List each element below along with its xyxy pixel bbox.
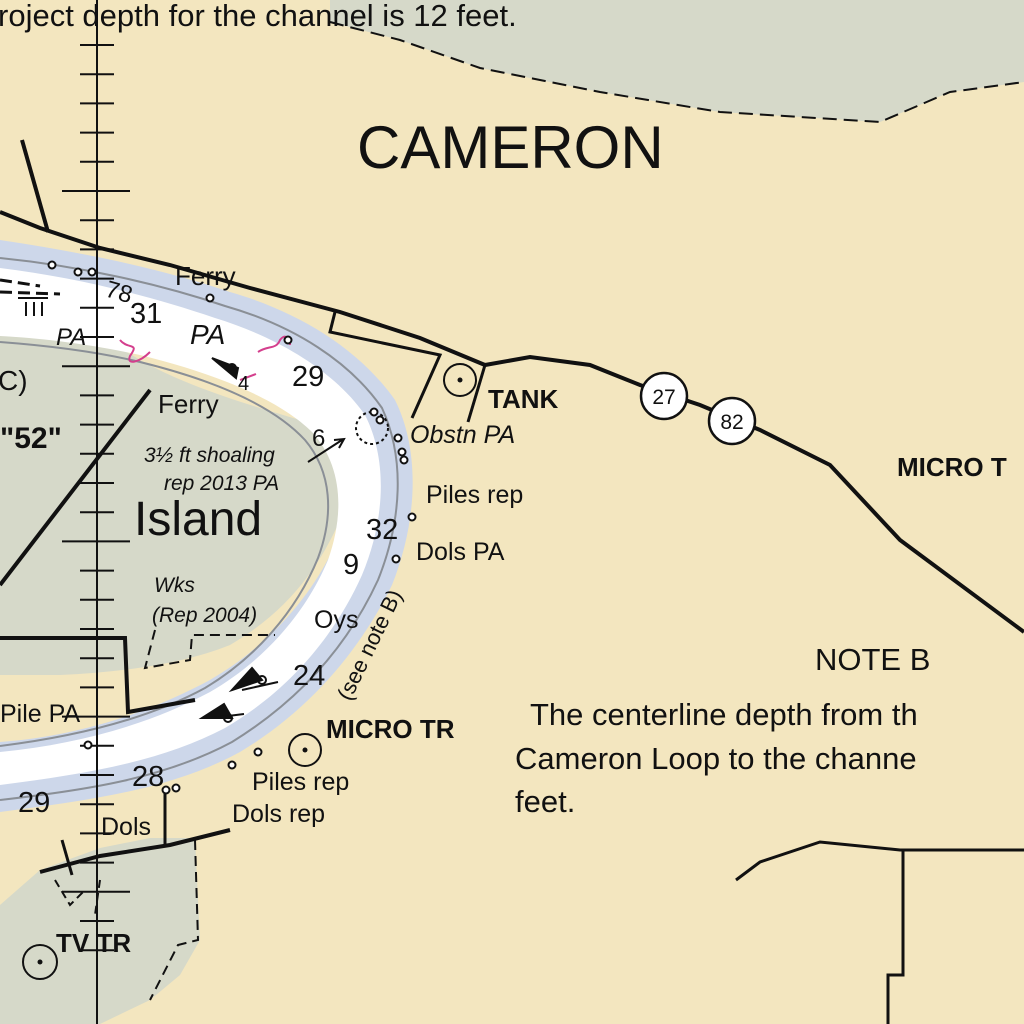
road-bottom-right bbox=[735, 840, 1024, 882]
tv-tr-label: TV TR bbox=[56, 928, 131, 958]
micro-tr-label: MICRO TR bbox=[326, 714, 455, 744]
oysters-label: Oys bbox=[314, 606, 358, 634]
micro-t-label-right: MICRO T bbox=[897, 452, 1007, 482]
dashed-road-ferry bbox=[0, 278, 61, 296]
road-spur-a bbox=[328, 311, 443, 419]
dols-rep-label: Dols rep bbox=[232, 800, 325, 828]
sounding-29-lower: 29 bbox=[18, 787, 50, 819]
place-label-island: Island bbox=[134, 493, 262, 546]
micro-tr-landmark bbox=[288, 733, 322, 767]
sounding-28: 28 bbox=[132, 761, 164, 793]
road-bottom-right-vertical bbox=[886, 850, 905, 1024]
piles-rep-label-1: Piles rep bbox=[426, 481, 523, 509]
marsh-area-bottom bbox=[0, 838, 200, 1024]
pa-label-channel: PA bbox=[190, 319, 225, 350]
dashed-boundary-island bbox=[143, 629, 275, 670]
tank-label: TANK bbox=[488, 384, 559, 414]
top-note-text: roject depth for the channel is 12 feet. bbox=[0, 0, 517, 33]
pile-pa-label: Pile PA bbox=[0, 700, 80, 728]
shoal-note-line2: rep 2013 PA bbox=[164, 472, 279, 495]
place-label-cameron: CAMERON bbox=[357, 114, 664, 181]
paren-label-c: C) bbox=[0, 365, 28, 396]
sounding-9: 9 bbox=[343, 549, 359, 581]
road-upper-left bbox=[20, 139, 50, 233]
light-label-52: "52" bbox=[0, 422, 62, 455]
tank-landmark bbox=[443, 363, 477, 397]
wrecks-label: Wks bbox=[154, 574, 195, 597]
ferry-slip-marks bbox=[18, 297, 48, 316]
sounding-29-upper: 29 bbox=[292, 361, 324, 393]
road-island-diagonal bbox=[0, 388, 152, 587]
obstruction-label: Obstn PA bbox=[410, 421, 515, 449]
sounding-32: 32 bbox=[366, 514, 398, 546]
route-shield-27: 27 bbox=[639, 371, 689, 421]
tv-tr-landmark bbox=[22, 944, 58, 980]
pa-label-left: PA bbox=[56, 324, 86, 351]
wreck-symbols bbox=[198, 357, 279, 719]
dashed-boundary-lower bbox=[149, 839, 200, 1001]
note-b-line2: Cameron Loop to the channe bbox=[515, 741, 917, 776]
road-main bbox=[0, 210, 1024, 634]
contour-label-4: 4 bbox=[238, 373, 249, 395]
note-b-line1: The centerline depth from th bbox=[530, 697, 918, 732]
ferry-label-top: Ferry bbox=[175, 261, 236, 291]
route-shield-82: 82 bbox=[707, 396, 757, 446]
marsh-boundary-top bbox=[329, 21, 1024, 124]
shoal-arrow bbox=[307, 437, 346, 463]
meridian-ticks bbox=[62, 44, 130, 952]
contour-label-6: 6 bbox=[312, 425, 325, 452]
sounding-24: 24 bbox=[293, 660, 325, 692]
marsh-area-top bbox=[330, 0, 1024, 122]
road-left-short bbox=[60, 839, 74, 876]
dols-pa-label: Dols PA bbox=[416, 538, 505, 566]
deep-water-channel bbox=[0, 268, 381, 785]
piles-rep-label-2: Piles rep bbox=[252, 768, 349, 796]
road-spur-b bbox=[466, 364, 487, 423]
sounding-31: 31 bbox=[130, 298, 162, 330]
svg-text:82: 82 bbox=[720, 411, 743, 434]
note-b-line3: feet. bbox=[515, 784, 575, 819]
ferry-label-left: Ferry bbox=[158, 389, 219, 419]
note-b-title: NOTE B bbox=[815, 642, 930, 677]
svg-text:27: 27 bbox=[652, 386, 675, 409]
island-marsh bbox=[0, 325, 346, 675]
shoal-note-line1: 3½ ft shoaling bbox=[144, 444, 275, 467]
wrecks-rep-label: (Rep 2004) bbox=[152, 604, 257, 627]
road-island-lower bbox=[0, 636, 196, 715]
dols-label: Dols bbox=[101, 813, 151, 841]
depth-contour-outer bbox=[0, 257, 399, 801]
